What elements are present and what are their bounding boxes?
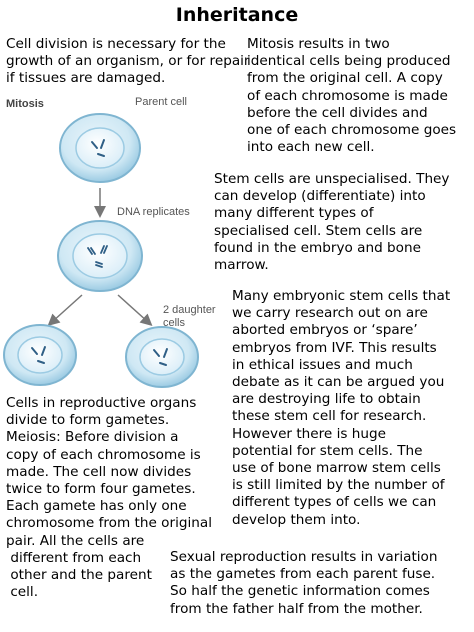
text-line: debate as it can be argued you <box>232 374 445 391</box>
text-line: Cell division is necessary for the <box>6 36 226 52</box>
text-line: we carry research out on are <box>232 305 428 322</box>
parent-cell-label: Parent cell <box>135 96 187 108</box>
parent-cell <box>59 113 141 183</box>
daughter-cell-left <box>3 324 77 386</box>
text-line: Each gamete has only one <box>6 498 187 515</box>
text-line: different types of cells we can <box>232 494 437 511</box>
text-line: into each new cell. <box>247 139 375 156</box>
text-line: growth of an organism, or for repair <box>6 53 250 70</box>
arrow-left <box>47 294 83 327</box>
replicated-cell <box>57 220 143 292</box>
text-line: chromosome from the original <box>6 515 212 532</box>
text-line: cell. <box>6 584 39 601</box>
daughter-cell-right <box>125 326 199 388</box>
daughter-cells-label: 2 daughter cells <box>163 304 216 329</box>
text-line: from the original cell. A copy <box>247 70 443 87</box>
arrow-right <box>117 294 153 327</box>
text-line: Mitosis results in two <box>247 36 390 52</box>
text-line: are destroying life to obtain <box>232 391 421 408</box>
text-line: However there is huge <box>232 425 387 442</box>
diagram-graphics <box>3 113 199 388</box>
text-line: marrow. <box>214 257 269 274</box>
text-line: develop them into. <box>232 511 361 528</box>
text-line: Many embryonic stem cells that <box>232 288 451 304</box>
text-line: potential for stem cells. The <box>232 442 423 459</box>
text-line: is still limited by the number of <box>232 477 445 494</box>
text-line: pair. All the cells are <box>6 532 145 549</box>
dna-replicates-label: DNA replicates <box>117 206 190 218</box>
text-line: in ethical issues and much <box>232 356 413 373</box>
text-line: many different types of <box>214 205 374 222</box>
text-line: before the cell divides and <box>247 104 428 121</box>
mitosis-diagram-label: Mitosis <box>6 98 44 110</box>
text-line: twice to form four gametes. <box>6 481 196 498</box>
text-line: can develop (differentiate) into <box>214 188 426 205</box>
sexual-reproduction-text: Sexual reproduction results in variation… <box>170 549 438 618</box>
text-line: one of each chromosome goes <box>247 122 457 139</box>
text-line: Meiosis: Before division a <box>6 429 179 446</box>
text-line: Cells in reproductive organs <box>6 395 197 411</box>
text-line: specialised cell. Stem cells are <box>214 222 423 239</box>
text-line: divide to form gametes. <box>6 412 170 429</box>
text-line: from the father half from the mother. <box>170 600 423 617</box>
text-line: So half the genetic information comes <box>170 583 430 600</box>
text-line: as the gametes from each parent fuse. <box>170 566 436 583</box>
text-line: different from each <box>6 549 142 566</box>
text-line: aborted embryos or ‘spare’ <box>232 322 418 339</box>
text-line: found in the embryo and bone <box>214 239 421 256</box>
mitosis-diagram: Mitosis Parent cell DNA replicates 2 dau… <box>0 90 232 395</box>
text-line: embryos from IVF. This results <box>232 339 437 356</box>
text-line: copy of each chromosome is <box>6 446 201 463</box>
text-line: if tissues are damaged. <box>6 70 166 87</box>
text-line: other and the parent <box>6 567 152 584</box>
text-line: Stem cells are unspecialised. They <box>214 171 450 187</box>
page-title: Inheritance <box>175 4 299 26</box>
text-line: made. The cell now divides <box>6 463 192 480</box>
text-line: these stem cell for research. <box>232 408 427 425</box>
text-line: of each chromosome is made <box>247 87 448 104</box>
text-line: Sexual reproduction results in variation <box>170 549 438 565</box>
text-line: identical cells being produced <box>247 53 451 70</box>
text-line: use of bone marrow stem cells <box>232 460 441 477</box>
